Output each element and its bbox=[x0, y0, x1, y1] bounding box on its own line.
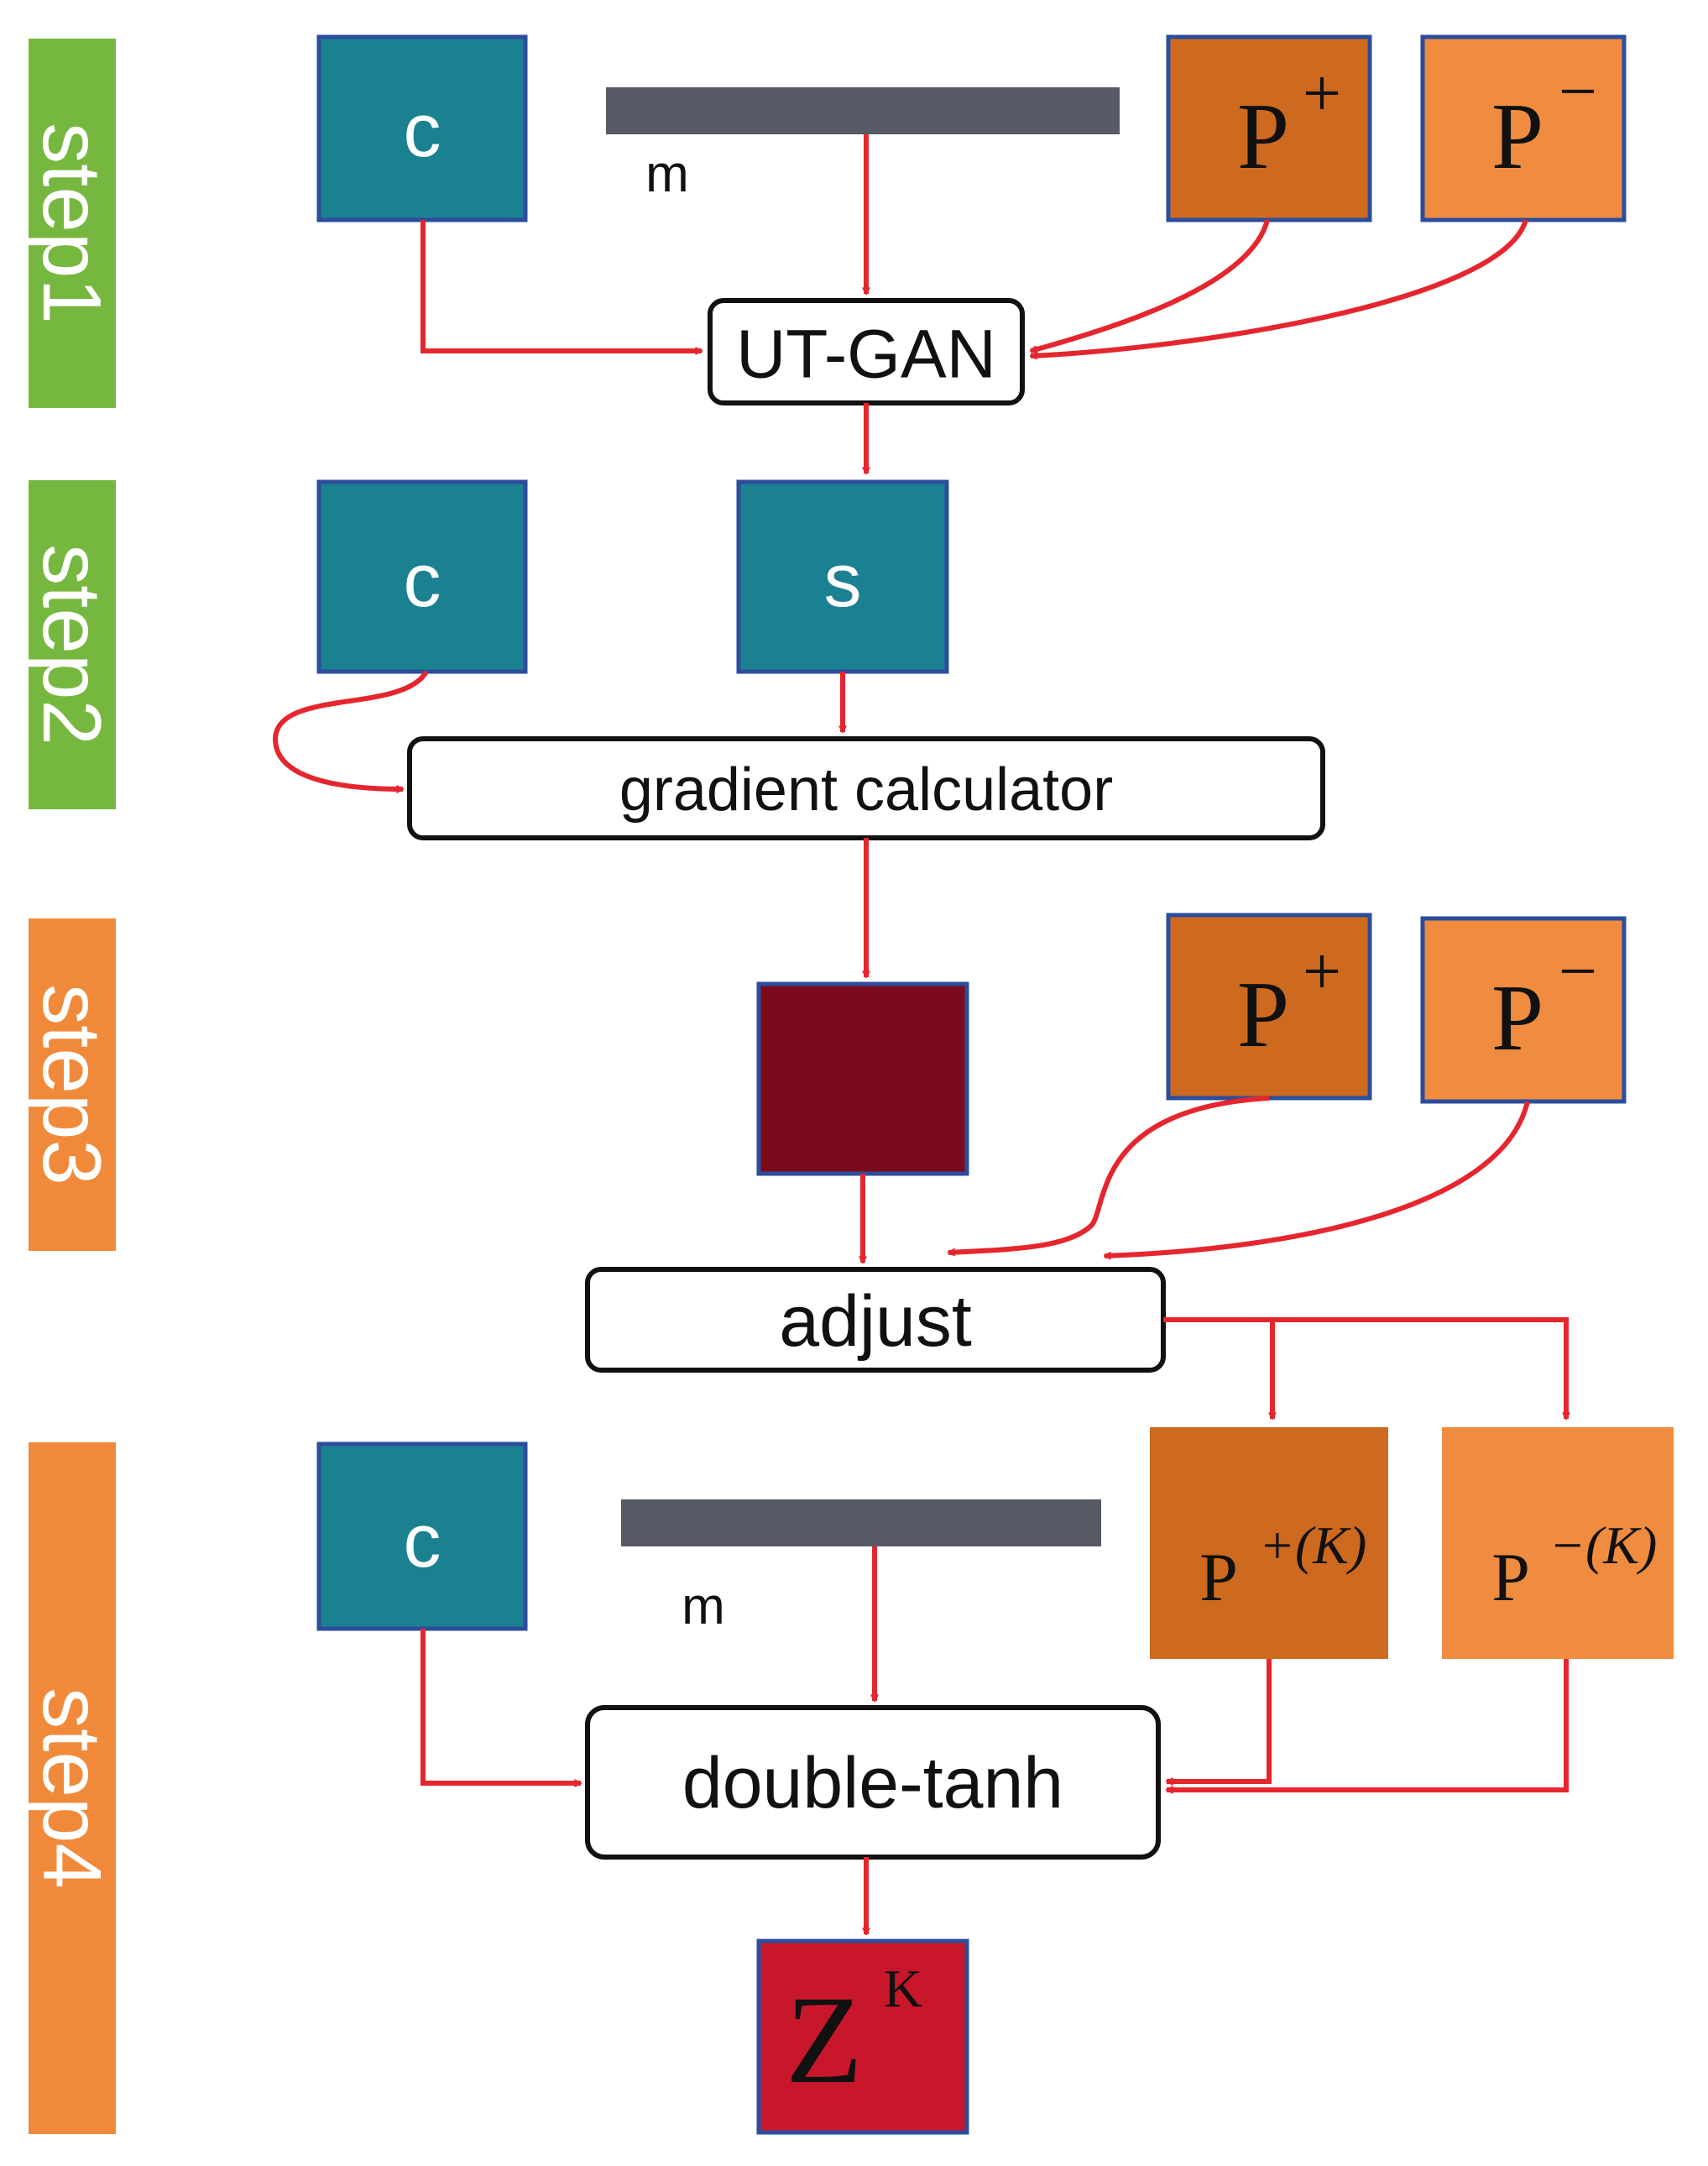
step4-text: step4 bbox=[26, 1687, 118, 1889]
ut-gan-label: UT-GAN bbox=[736, 317, 996, 393]
arrow-p-minus-to-adjust bbox=[1105, 1101, 1530, 1256]
step3-text: step3 bbox=[26, 984, 118, 1185]
cover-box-step1: c bbox=[316, 34, 528, 222]
p-minus-box-step1: P − bbox=[1420, 34, 1627, 222]
adjust-node: adjust bbox=[585, 1267, 1166, 1373]
step2-label: step2 bbox=[26, 480, 118, 809]
cover-box-step4: c bbox=[316, 1441, 528, 1631]
message-label-step4: m bbox=[682, 1577, 725, 1635]
arrow-p-plus-to-utgan bbox=[1031, 219, 1270, 351]
p-minus-sup-step3: − bbox=[1559, 933, 1597, 1009]
arrow-p-plus-k-to-double-tanh bbox=[1167, 1659, 1272, 1781]
arrow-p-minus-to-utgan bbox=[1031, 219, 1528, 356]
step4-label: step4 bbox=[26, 1442, 118, 2134]
adjust-label: adjust bbox=[779, 1281, 972, 1362]
step2-text: step2 bbox=[26, 544, 118, 746]
p-minus-base-step1: P bbox=[1491, 85, 1543, 189]
ut-gan-node: UT-GAN bbox=[708, 298, 1025, 405]
p-plus-k-box: P +(K) bbox=[1150, 1427, 1388, 1659]
stego-label: s bbox=[824, 539, 862, 623]
arrow-cover-to-gradient bbox=[272, 670, 429, 789]
arrow-p-minus-k-to-double-tanh bbox=[1167, 1659, 1569, 1790]
gradient-calculator-node: gradient calculator bbox=[407, 736, 1325, 840]
message-bar-step4 bbox=[621, 1499, 1101, 1546]
double-tanh-node: double-tanh bbox=[585, 1705, 1161, 1860]
gradient-calculator-label: gradient calculator bbox=[619, 756, 1113, 824]
step3-label: step3 bbox=[26, 918, 118, 1251]
p-plus-sup-step3: + bbox=[1303, 933, 1341, 1009]
arrow-p-plus-to-adjust bbox=[948, 1096, 1270, 1253]
stego-output-base: Z bbox=[786, 1970, 863, 2110]
stego-output-box: Z K bbox=[756, 1938, 969, 2135]
p-minus-box-step3: P − bbox=[1420, 916, 1627, 1104]
cover-box-step2: c bbox=[316, 479, 528, 674]
p-minus-k-sup: −(K) bbox=[1549, 1515, 1658, 1575]
arrow-cover-to-utgan bbox=[420, 220, 702, 351]
p-minus-k-box: P −(K) bbox=[1442, 1427, 1674, 1659]
p-plus-box-step1: P + bbox=[1166, 34, 1372, 222]
p-plus-box-step3: P + bbox=[1166, 913, 1372, 1101]
cover-label-step2: c bbox=[404, 539, 441, 623]
cover-label-step4: c bbox=[404, 1499, 441, 1583]
message-bar-step1 bbox=[606, 87, 1120, 134]
p-minus-sup-step1: − bbox=[1559, 53, 1597, 129]
p-plus-sup-step1: + bbox=[1303, 55, 1341, 131]
arrow-adjust-to-p-minus-k bbox=[1163, 1317, 1566, 1419]
p-plus-base-step3: P bbox=[1237, 963, 1289, 1067]
stego-box: s bbox=[736, 479, 949, 674]
stego-output-sup: K bbox=[884, 1959, 922, 2018]
p-plus-k-base: P bbox=[1199, 1539, 1238, 1615]
double-tanh-label: double-tanh bbox=[682, 1743, 1063, 1823]
p-plus-k-sup: +(K) bbox=[1259, 1515, 1367, 1575]
step1-label: step1 bbox=[26, 39, 118, 408]
cover-label-step1: c bbox=[404, 89, 441, 173]
gradient-map-box bbox=[756, 981, 969, 1176]
p-minus-base-step3: P bbox=[1491, 966, 1543, 1070]
arrow-cover-to-double-tanh bbox=[420, 1629, 581, 1783]
p-minus-k-base: P bbox=[1491, 1539, 1530, 1615]
step1-text: step1 bbox=[26, 123, 118, 324]
message-label-step1: m bbox=[645, 145, 689, 203]
p-plus-base-step1: P bbox=[1237, 85, 1289, 189]
